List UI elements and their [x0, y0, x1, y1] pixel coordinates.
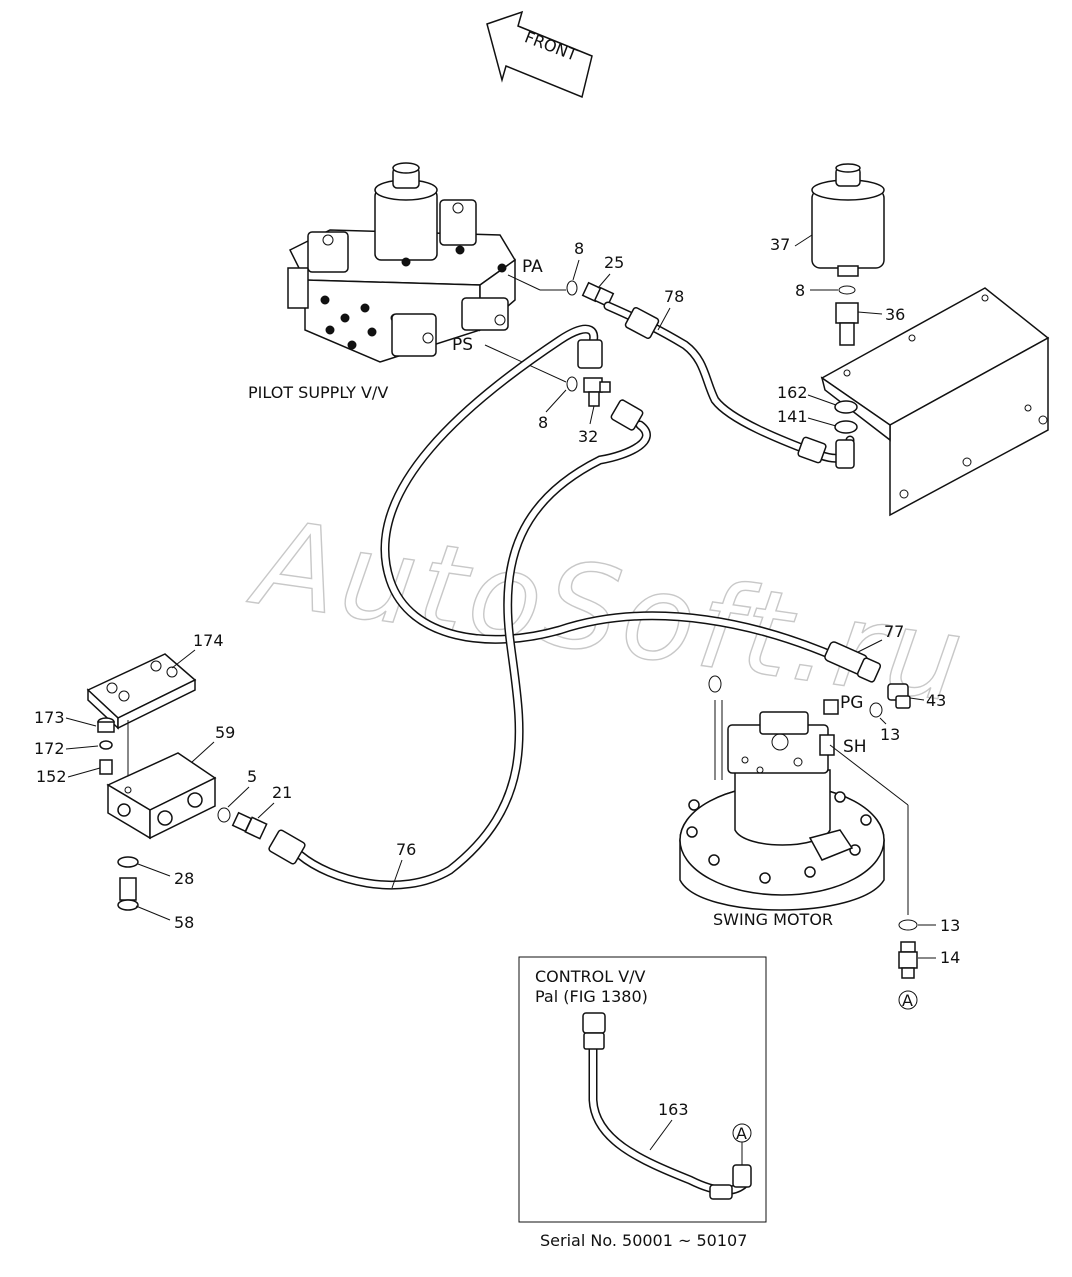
control-valve-label: CONTROL V/V — [535, 967, 646, 986]
washer-141 — [834, 420, 858, 434]
callout-32: 32 — [578, 427, 598, 446]
serial-number-range: Serial No. 50001 ~ 50107 — [540, 1231, 747, 1250]
hose-77 — [380, 324, 882, 683]
callout-43: 43 — [926, 691, 946, 710]
ref-mark-a-main: A — [902, 991, 913, 1010]
callout-21: 21 — [272, 783, 292, 802]
plate-174 — [86, 653, 197, 730]
port-sh-label: SH — [843, 737, 867, 757]
callout-163: 163 — [658, 1100, 689, 1119]
callout-59: 59 — [215, 723, 235, 742]
o-ring-13-lower — [898, 919, 918, 931]
callout-77: 77 — [884, 622, 904, 641]
callout-58: 58 — [174, 913, 194, 932]
ref-mark-a-inset: A — [736, 1124, 747, 1143]
o-ring-13-pg — [869, 702, 883, 718]
nut-173 — [97, 717, 115, 733]
port-pg-label: PG — [840, 693, 863, 713]
bolt-58 — [117, 877, 139, 911]
port-sh-leader — [829, 744, 909, 806]
callout-8-ps: 8 — [538, 413, 548, 432]
block-59 — [106, 752, 217, 840]
adapter-36 — [835, 302, 859, 346]
pilot-supply-valve — [287, 162, 516, 363]
ref-circle-a-main — [898, 990, 918, 1010]
callout-13-pg: 13 — [880, 725, 900, 744]
washer-172 — [99, 740, 113, 750]
callout-13-lower: 13 — [940, 916, 960, 935]
callout-78: 78 — [664, 287, 684, 306]
elbow-43 — [887, 683, 911, 709]
callout-28: 28 — [174, 869, 194, 888]
control-valve-fig-ref: Pal (FIG 1380) — [535, 987, 648, 1006]
bolt-152 — [99, 759, 113, 775]
callout-162: 162 — [777, 383, 808, 402]
hose-78 — [603, 301, 855, 469]
adapter-21 — [231, 811, 268, 840]
callout-37: 37 — [770, 235, 790, 254]
callout-152: 152 — [36, 767, 67, 786]
o-ring-8-pa — [566, 280, 578, 296]
callout-141: 141 — [777, 407, 808, 426]
callout-36: 36 — [885, 305, 905, 324]
pilot-supply-label: PILOT SUPPLY V/V — [248, 383, 388, 402]
callout-14: 14 — [940, 948, 960, 967]
hose-76 — [268, 399, 651, 890]
control-valve-inset — [518, 956, 767, 1223]
callout-172: 172 — [34, 739, 65, 758]
callout-173: 173 — [34, 708, 65, 727]
swing-motor-label: SWING MOTOR — [713, 910, 833, 929]
port-pa-leader — [507, 274, 541, 291]
washer-162 — [834, 400, 858, 414]
port-pa-label: PA — [522, 257, 543, 277]
front-arrow: FRONT — [486, 10, 593, 99]
callout-5: 5 — [247, 767, 257, 786]
watermark-text: AutoSoft.ru — [242, 493, 975, 730]
callout-76: 76 — [396, 840, 416, 859]
tee-fitting-32 — [583, 377, 611, 407]
callout-8-pa: 8 — [574, 239, 584, 258]
port-ps-label: PS — [452, 335, 473, 355]
swing-motor — [679, 675, 885, 911]
callouts: 8 25 78 37 8 36 162 141 8 32 174 173 — [34, 234, 960, 1151]
callout-25: 25 — [604, 253, 624, 272]
o-ring-5 — [217, 807, 231, 823]
washer-28 — [117, 856, 139, 868]
o-ring-8-accumulator — [838, 285, 856, 295]
adapter-14 — [898, 941, 918, 979]
callout-8-accumulator: 8 — [795, 281, 805, 300]
callout-174: 174 — [193, 631, 224, 650]
o-ring-8-ps — [566, 376, 578, 392]
accumulator-37 — [811, 163, 885, 277]
